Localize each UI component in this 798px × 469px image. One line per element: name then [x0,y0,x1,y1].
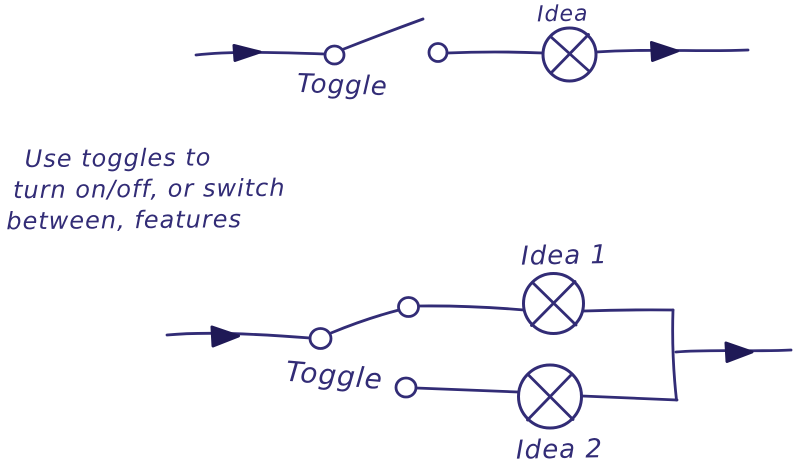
bottom-circuit: Idea 1 Idea 2 Toggle [165,240,793,466]
merge-bar-wire [671,308,678,402]
top-contact-terminal-icon [427,42,449,63]
top-input-arrowhead-icon [232,44,262,62]
top-output-arrowhead-icon [650,41,679,62]
idea1-label: Idea 1 [521,240,608,272]
top-toggle-label: Toggle [297,69,389,102]
top-toggle-pivot-icon [323,44,346,66]
bottom-toggle-label: Toggle [284,355,384,396]
bottom-toggle-pivot-icon [308,327,333,350]
branch2-output-wire [580,394,679,402]
branch1-terminal-icon [397,296,420,318]
bottom-input-arrowhead-icon [210,325,240,348]
idea1-lamp-icon [522,272,585,335]
handwritten-note: Use toggles to turn on/off, or switch be… [6,142,286,237]
top-input-wire [194,51,327,57]
top-toggle-lever-icon [341,17,425,51]
top-lamp-lead-wire [445,50,545,55]
top-idea-lamp-icon [541,26,598,83]
branch2-lead-wire [414,386,520,394]
idea2-lamp-icon [517,363,583,430]
note-line: between, features [6,205,243,236]
top-idea-label: Idea [537,2,589,28]
note-line: Use toggles to [24,143,212,174]
bottom-toggle-lever-icon [329,308,401,335]
branch2-terminal-icon [394,376,418,399]
bottom-input-wire [165,331,312,340]
idea2-label: Idea 2 [516,434,603,466]
note-line: turn on/off, or switch [12,173,286,205]
branch1-lead-wire [417,304,526,312]
bottom-output-arrowhead-icon [724,341,754,363]
branch1-output-wire [582,308,675,313]
top-circuit: Idea Toggle [194,2,750,102]
